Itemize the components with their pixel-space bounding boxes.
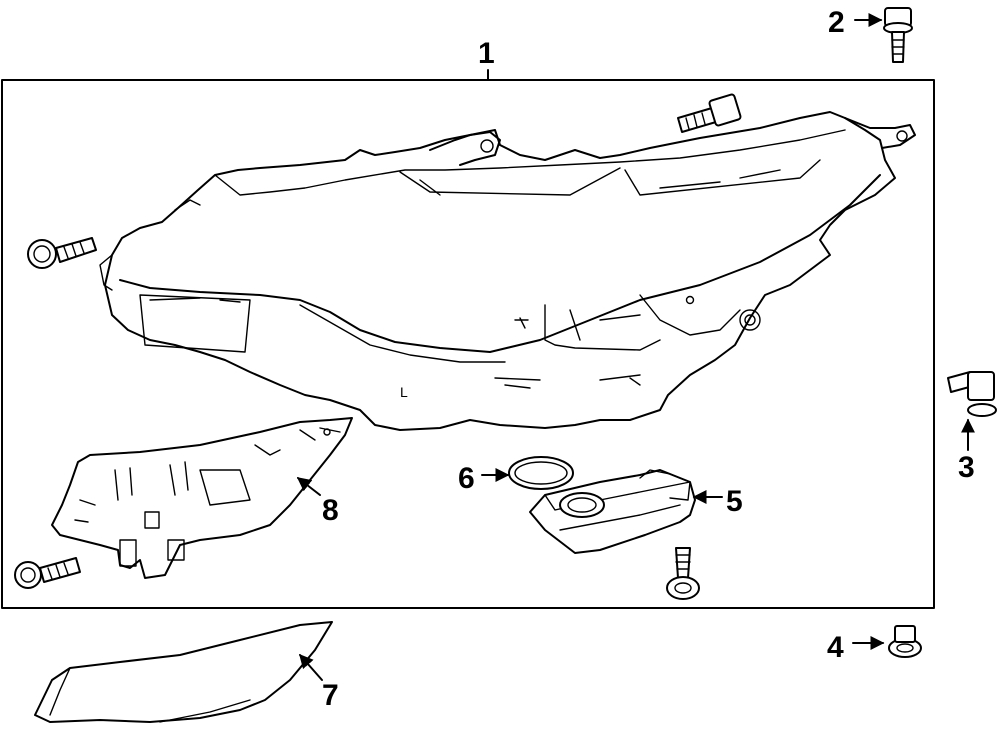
- callout-1: 1: [478, 37, 495, 70]
- lens-cover: [34, 621, 333, 723]
- callout-6: 6: [458, 462, 475, 495]
- callout-4: 4: [827, 631, 844, 664]
- callout-5: 5: [726, 485, 743, 518]
- callout-8-leader: [296, 477, 321, 496]
- nut-part-4: [888, 625, 922, 658]
- ballast-screw: [666, 547, 700, 600]
- housing-side-mark: L: [400, 384, 408, 400]
- callout-7: 7: [322, 679, 339, 712]
- callout-3: 3: [958, 451, 975, 484]
- callout-2: 2: [828, 6, 845, 39]
- bolt-part-3: [947, 371, 997, 417]
- housing-screw-top: [677, 93, 742, 133]
- bolt-part-2: [883, 7, 913, 63]
- mounting-bracket: [51, 417, 353, 579]
- callout-7-leader: [299, 653, 323, 681]
- ballast-module: [529, 469, 696, 554]
- headlamp-housing: [99, 111, 916, 431]
- housing-screw-left: [27, 237, 97, 269]
- assembly-frame: [1, 79, 935, 609]
- bracket-screw: [14, 557, 81, 589]
- callout-8: 8: [322, 494, 339, 527]
